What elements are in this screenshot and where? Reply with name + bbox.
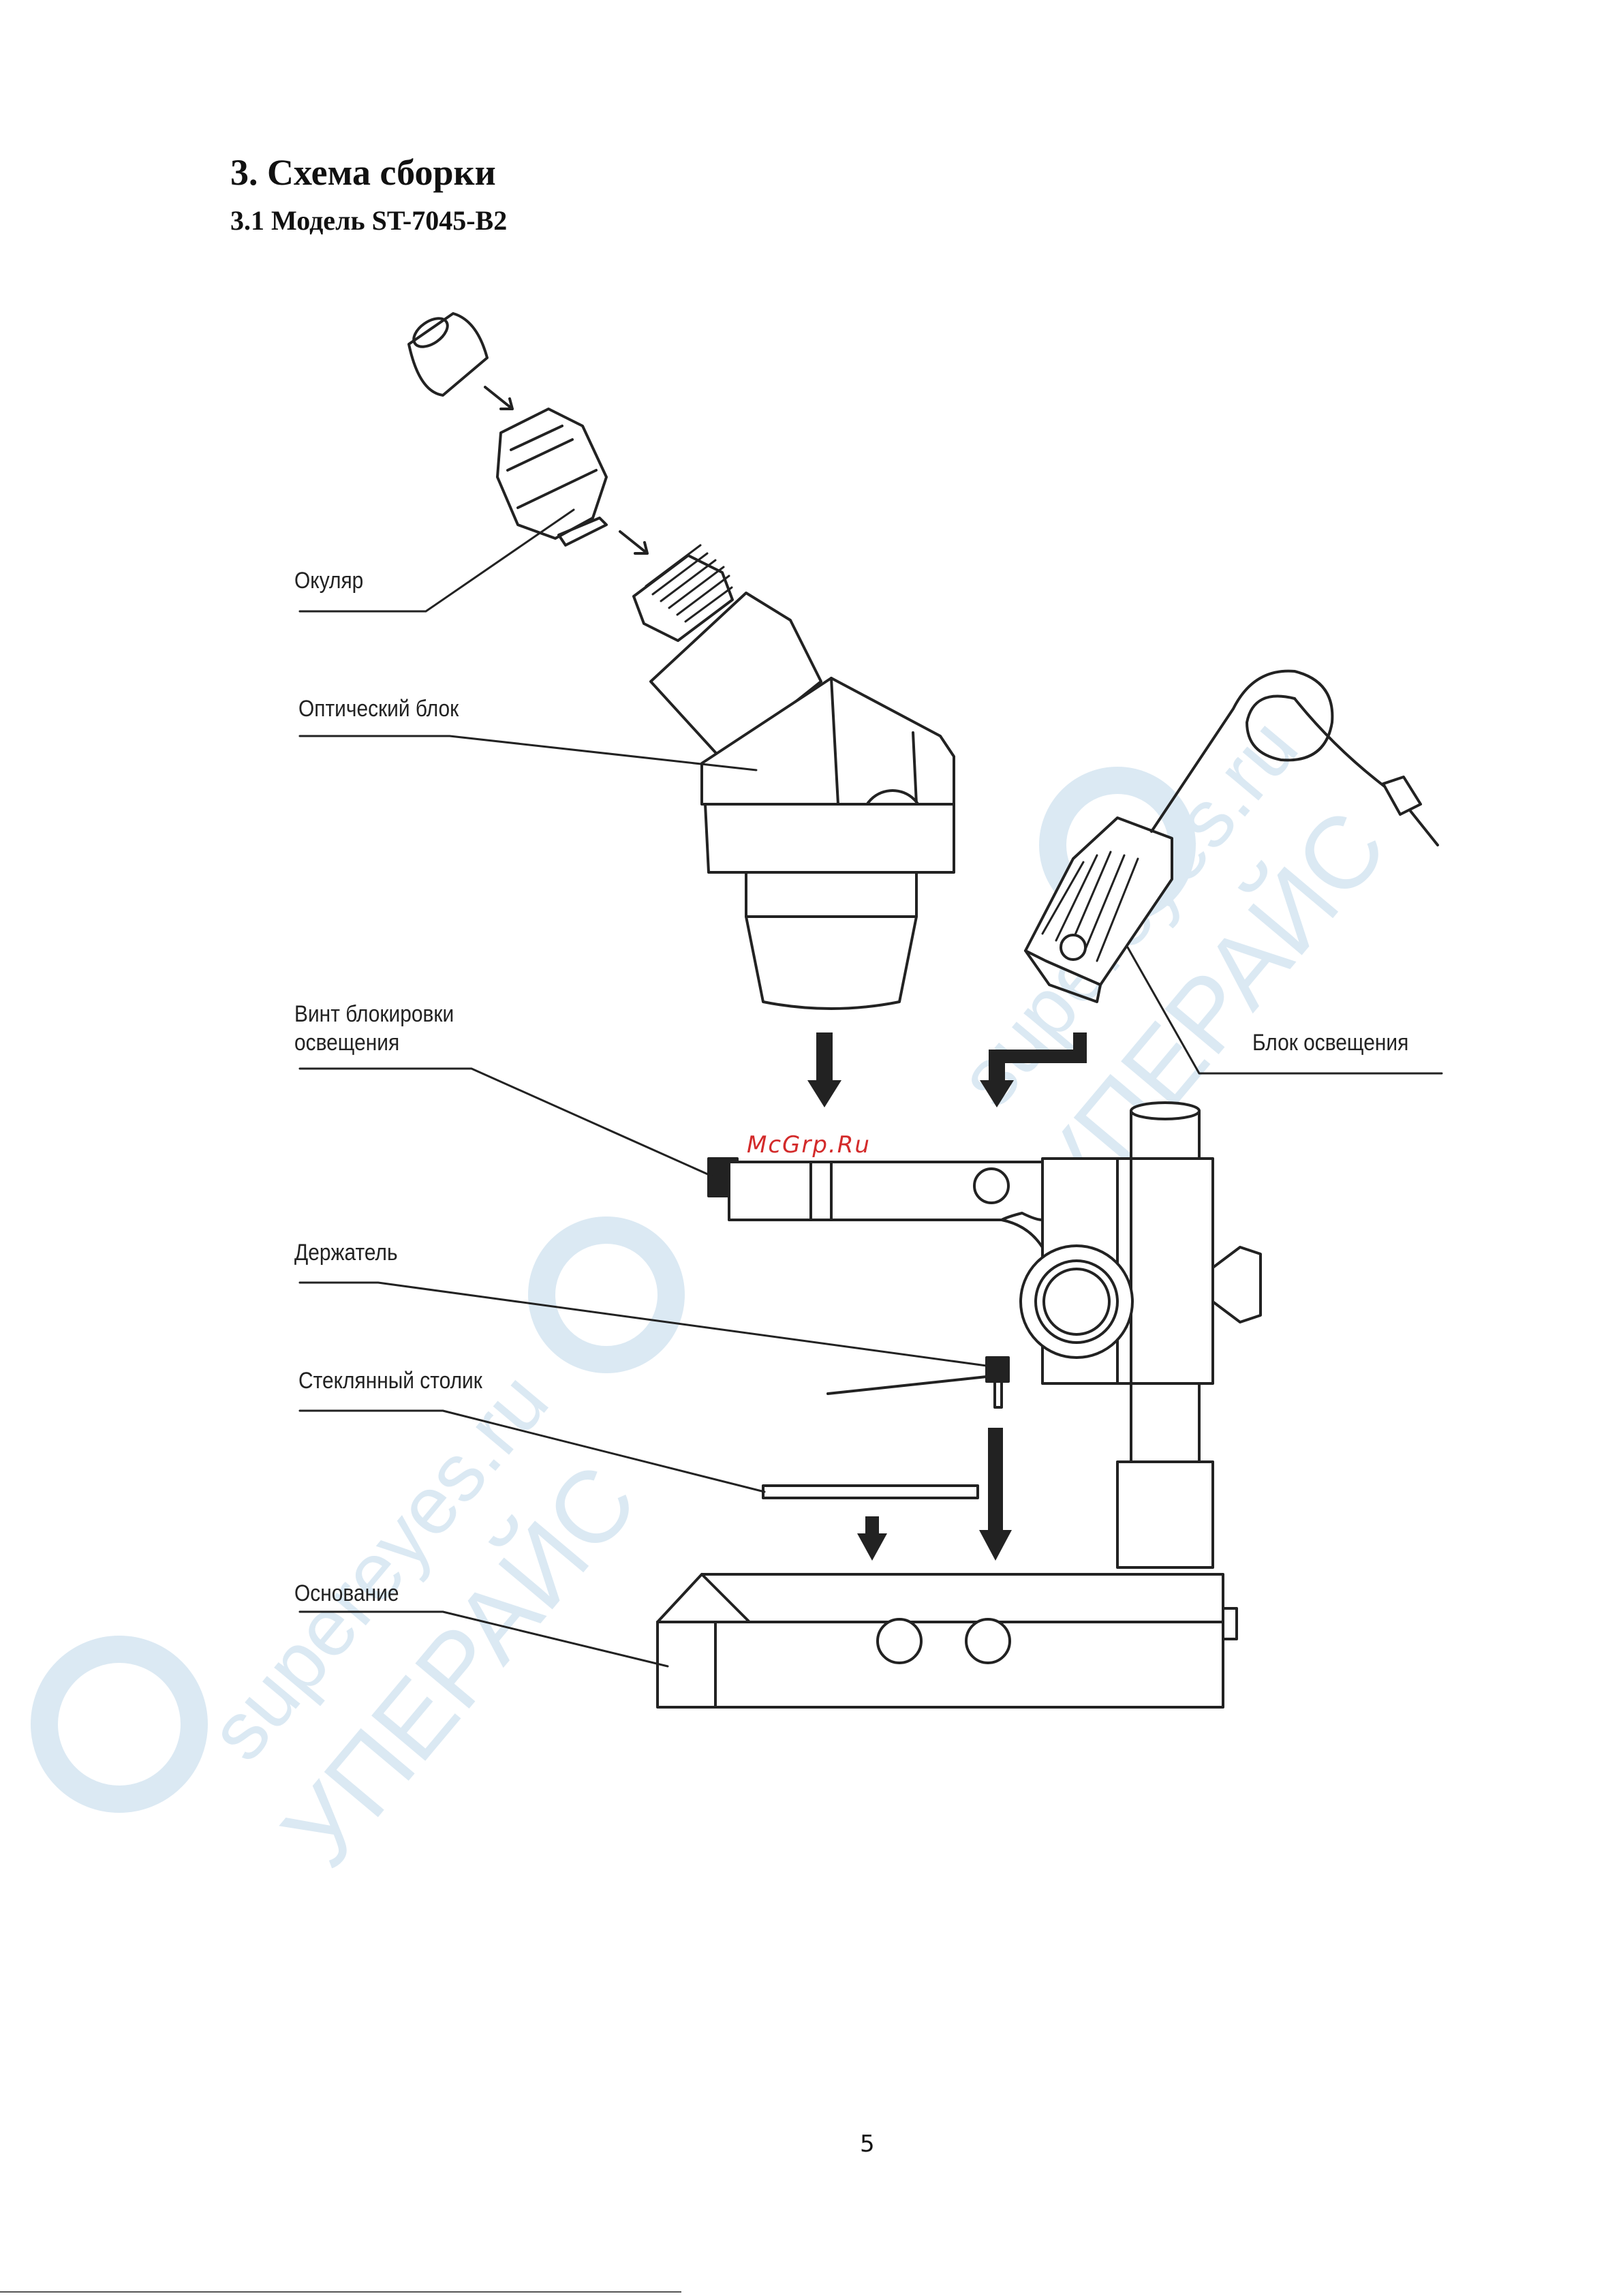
label-optical-block: Оптический блок [298,695,459,722]
base [658,1574,1237,1707]
light-block [1025,671,1438,1002]
optical-block [634,545,954,1009]
label-holder: Держатель [294,1239,398,1266]
site-watermark: McGrp.Ru [747,1131,871,1159]
glass-stage [763,1486,978,1498]
label-lock-screw-line2: освещения [294,1029,399,1056]
label-base: Основание [294,1580,399,1607]
label-lock-screw-line1: Винт блокировки [294,1000,454,1028]
eye-cup [409,313,487,395]
label-light-block: Блок освещения [1252,1029,1408,1056]
label-glass-stage: Стеклянный столик [298,1367,482,1394]
page-number: 5 [860,2130,875,2158]
footer-rule [0,2291,681,2293]
label-eyepiece: Окуляр [294,567,363,594]
